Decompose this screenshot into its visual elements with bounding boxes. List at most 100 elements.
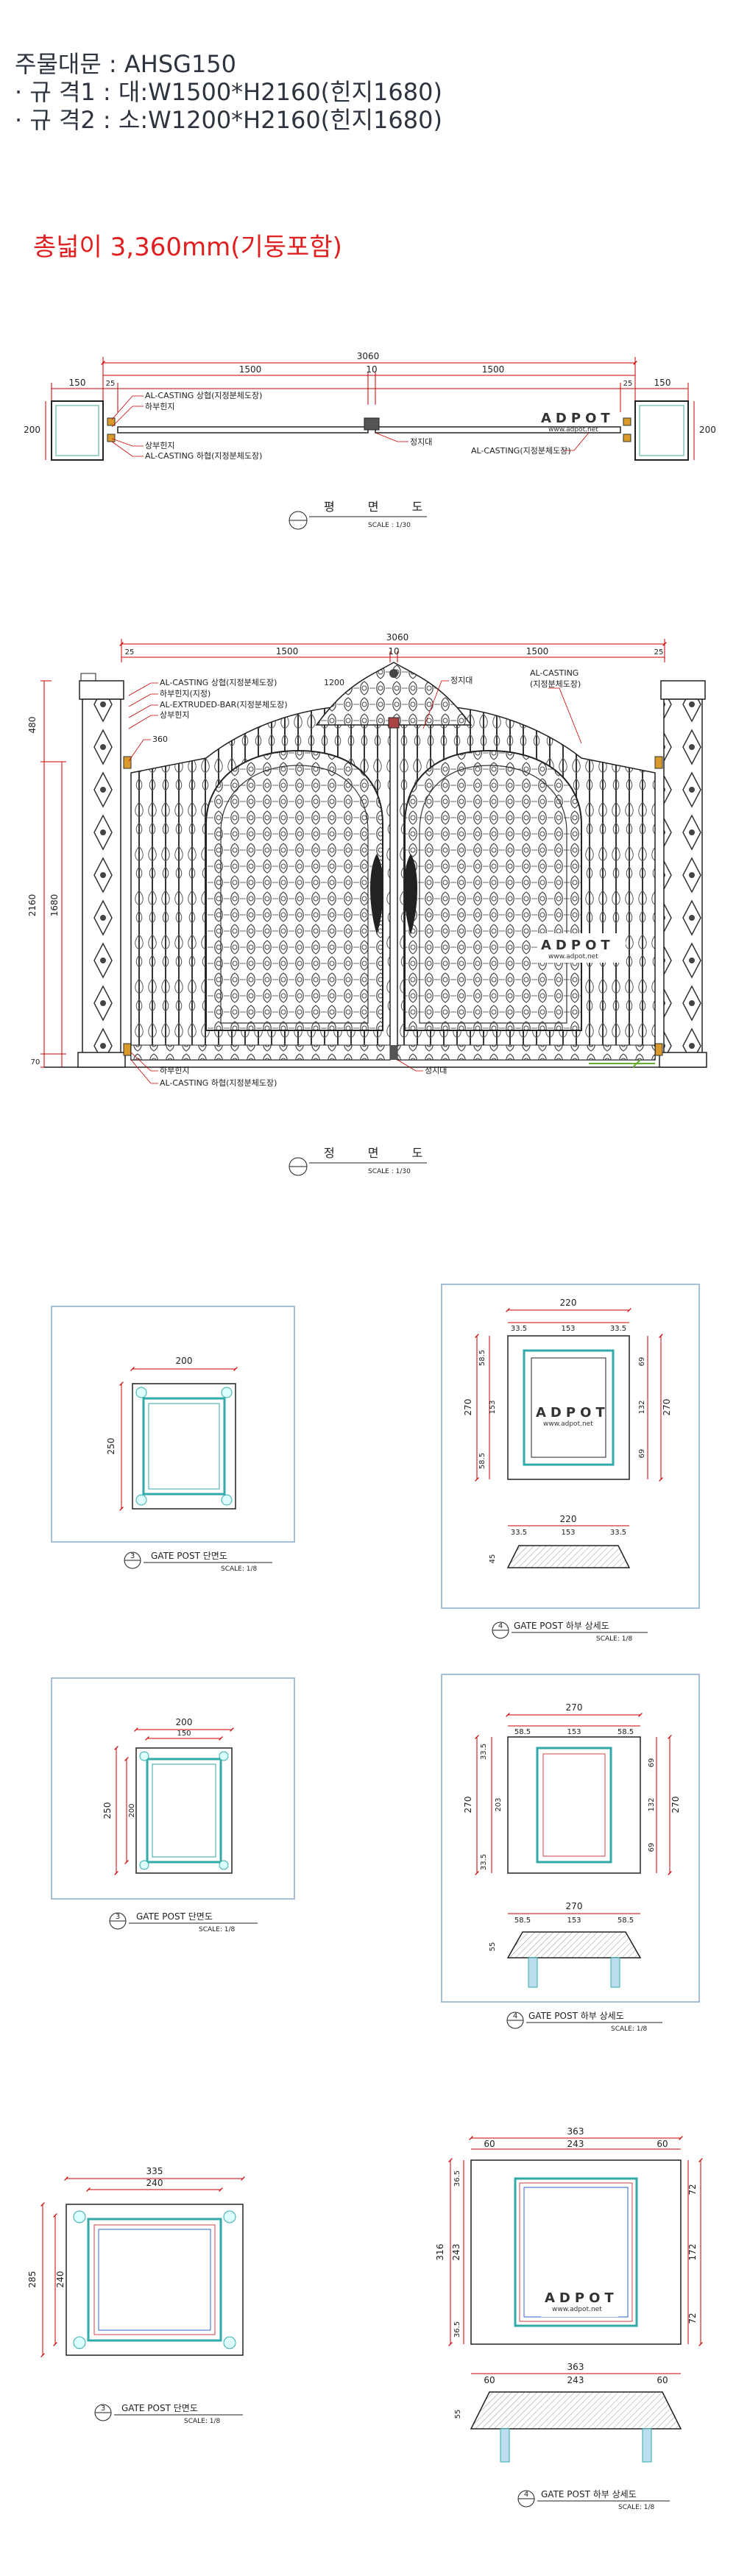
sec4-dim-h: 270	[463, 1797, 473, 1814]
sec2-dim-h: 270	[463, 1399, 473, 1416]
plan-dim-h-l: 200	[24, 425, 40, 435]
sec6-dim-c2: 60	[657, 2375, 668, 2385]
plan-scale: SCALE : 1/30	[368, 522, 411, 529]
sec4-dim-b: 153	[567, 1728, 581, 1736]
plan-label-lower: AL-CASTING 하협(지정분체도장)	[145, 450, 262, 461]
sec6-brand-name: ADPOT	[545, 2290, 618, 2306]
sec3-scale: SCALE: 1/8	[199, 1926, 236, 1933]
elev-label-lower: AL-CASTING 하협(지정분체도장)	[160, 1078, 277, 1088]
plan-dim-center: 10	[366, 364, 377, 375]
plan-label-right: AL-CASTING(지정분체도장)	[471, 446, 571, 456]
elev-label-right: AL-CASTING	[530, 668, 578, 678]
brand-name: ADPOT	[541, 411, 615, 426]
section-post-4: 270 58.5 153 58.5 270 203 33.5 33.5 69 1…	[441, 1674, 700, 2033]
sec2-dim-r4: 270	[662, 1399, 672, 1416]
sec2-dim-r1: 69	[638, 1357, 646, 1367]
sec2-dim-h45: 45	[489, 1554, 497, 1564]
sec4-dim-r1: 69	[648, 1758, 656, 1768]
sec4-dim-r4: 270	[670, 1797, 681, 1814]
sec2-brand-name: ADPOT	[536, 1405, 609, 1420]
elev-dim-h2: 2160	[27, 894, 38, 917]
plan-title: 평 면 도	[324, 500, 437, 514]
sec1-num: 3	[130, 1552, 135, 1560]
elev-dim-h4: 70	[31, 1058, 40, 1066]
sec3-dim-h: 250	[102, 1802, 113, 1819]
plan-label-hinge: 하부힌지	[145, 401, 174, 411]
sec2-scale: SCALE: 1/8	[596, 1635, 633, 1643]
sec5-dim-w: 335	[146, 2166, 163, 2176]
section-post-1: 200 250 3 GATE POST 단면도 SCALE: 1/8	[51, 1306, 295, 1573]
sec2-dim-l2: 153	[489, 1400, 497, 1414]
section-post-6: 363 60 243 60 316 243 36.5 36.5 72 172 7…	[435, 2126, 703, 2511]
spec-1: · 규 격1 : 대:W1500*H2160(힌지1680)	[15, 78, 442, 106]
sec2-dim-l3: 58.5	[478, 1453, 486, 1469]
plan-label-upper-hinge: 상부힌지	[145, 441, 174, 450]
sec6-dim-r3: 72	[687, 2313, 698, 2324]
total-width-note: 총넓이 3,360mm(기둥포함)	[33, 233, 342, 262]
sec6-scale: SCALE: 1/8	[618, 2504, 655, 2511]
elevation-view: 3060 1500 10 1500 25 25 480 2160 1680 70	[27, 632, 707, 1176]
section-post-3: 200 150 250 200 3 GATE POST 단면도 SCALE: 1…	[51, 1677, 295, 1933]
sec2-dim-c: 33.5	[610, 1325, 626, 1333]
elev-dim-1200: 1200	[324, 678, 344, 687]
elev-brand-url: www.adpot.net	[548, 953, 598, 960]
sec5-title: GATE POST 단면도	[121, 2403, 198, 2413]
elev-scale: SCALE : 1/30	[368, 1168, 411, 1175]
plan-label-stopper: 정지대	[410, 437, 432, 447]
plan-dim-post-r: 150	[654, 378, 671, 388]
elev-label-lower-hinge: 하부힌지	[160, 1065, 189, 1075]
sec6-dim-c: 60	[657, 2139, 668, 2149]
sec2-dim-r2: 132	[638, 1400, 646, 1414]
elev-title: 정 면 도	[324, 1146, 437, 1160]
sec4-dim-r3: 69	[648, 1843, 656, 1853]
sec5-dim-h2: 240	[55, 2271, 66, 2288]
sec6-dim-l2: 36.5	[453, 2321, 461, 2338]
elev-dim-right: 1500	[526, 646, 549, 657]
sec4-dim-l2: 33.5	[480, 1854, 488, 1870]
sec2-dim-b2: 153	[561, 1529, 575, 1537]
sec4-scale: SCALE: 1/8	[611, 2025, 648, 2033]
sec6-dim-h55: 55	[454, 2410, 462, 2419]
sec6-dim-w: 363	[567, 2126, 584, 2137]
plan-label-upper: AL-CASTING 상협(지정분체도장)	[145, 391, 262, 400]
plan-dim-right: 1500	[482, 364, 505, 375]
elev-dim-gap-r: 25	[654, 648, 664, 657]
elev-label-upper-hinge: 상부힌지	[160, 710, 189, 720]
elev-dim-h3: 1680	[49, 894, 60, 917]
sec2-dim-b: 153	[561, 1325, 575, 1333]
sec2-dim-l1: 58.5	[478, 1350, 486, 1366]
sec4-dim-b2: 153	[567, 1917, 581, 1925]
sec4-dim-w2: 270	[566, 1901, 583, 1911]
sec4-dim-r2: 132	[648, 1797, 656, 1811]
plan-dim-total: 3060	[357, 351, 380, 361]
sec4-dim-h55: 55	[489, 1942, 497, 1952]
plan-dim-post-l: 150	[69, 378, 86, 388]
elev-dim-total: 3060	[386, 632, 409, 643]
sec4-dim-a2: 58.5	[514, 1917, 531, 1925]
sec1-dim-w: 200	[176, 1356, 193, 1366]
sec6-dim-r1: 72	[687, 2184, 698, 2195]
sec6-dim-a: 60	[484, 2139, 495, 2149]
elev-label-hinge: 하부힌지(지정)	[160, 688, 210, 698]
sec2-brand-url: www.adpot.net	[543, 1420, 593, 1428]
sec3-dim-h2: 200	[128, 1803, 136, 1817]
sec4-dim-h2: 203	[495, 1797, 503, 1811]
sec4-dim-w: 270	[566, 1702, 583, 1713]
sec6-brand-url: www.adpot.net	[552, 2306, 602, 2313]
sec6-dim-l1: 36.5	[453, 2170, 461, 2187]
elev-label-upper: AL-CASTING 상협(지정분체도장)	[160, 678, 277, 687]
sec2-num: 4	[498, 1622, 503, 1630]
elev-dim-360: 360	[152, 735, 168, 744]
sec3-num: 3	[116, 1913, 120, 1921]
sec5-dim-h: 285	[27, 2271, 38, 2288]
sec4-dim-c: 58.5	[618, 1728, 634, 1736]
sec4-num: 4	[513, 2012, 517, 2020]
section-post-2: 220 33.5 153 33.5 58.5 153 58.5 270 69 1…	[441, 1284, 700, 1643]
sec3-dim-w2: 150	[177, 1730, 191, 1738]
sec1-title: GATE POST 단면도	[151, 1551, 227, 1561]
sec4-dim-l1: 33.5	[480, 1744, 488, 1760]
sec4-title: GATE POST 하부 상세도	[528, 2011, 624, 2021]
sec2-dim-r3: 69	[638, 1449, 646, 1459]
plan-dim-gap-l: 25	[106, 380, 116, 388]
